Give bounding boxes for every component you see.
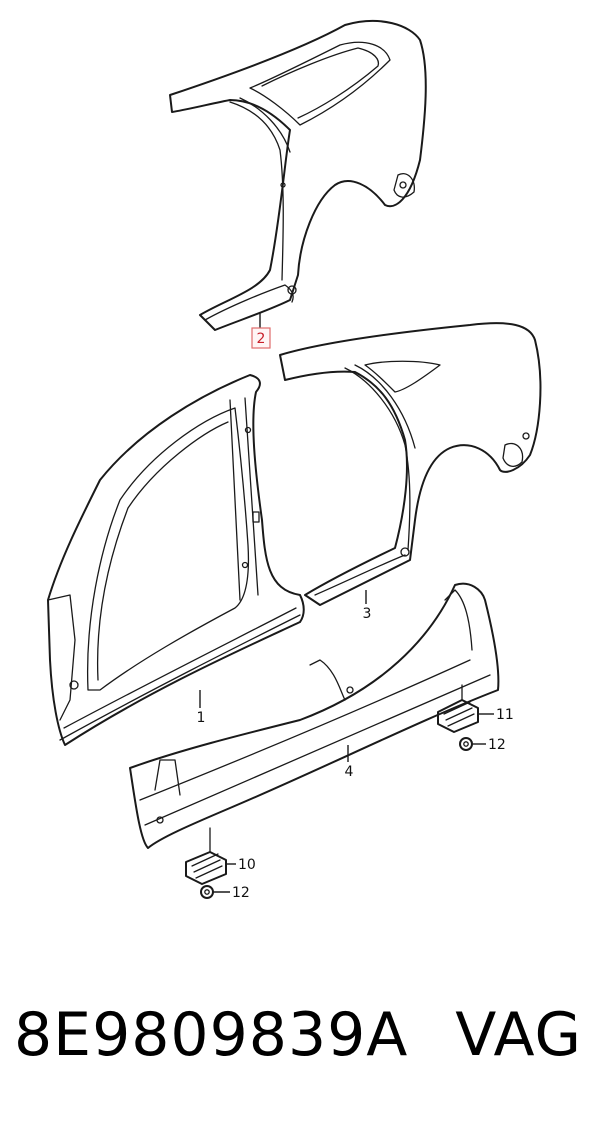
callout-10[interactable]: 10 [238, 857, 256, 873]
part-4-sill-panel [129, 582, 500, 849]
callout-12-left[interactable]: 12 [232, 885, 250, 901]
part-1-side-panel-front [47, 374, 305, 746]
brand-label: VAG [455, 1000, 582, 1070]
callout-2-highlight [251, 327, 271, 349]
part-12-nut-left [200, 885, 214, 899]
parts-diagram: 2 3 1 4 11 12 10 12 [47, 19, 542, 901]
part-12-nut-right [459, 737, 473, 751]
callout-12-right[interactable]: 12 [488, 737, 506, 753]
part-number: 8E9809839A [14, 1000, 409, 1070]
part-3-side-panel-rear [279, 322, 542, 606]
callout-2[interactable]: 2 [257, 331, 266, 347]
callout-4[interactable]: 4 [345, 764, 354, 780]
part-11-jack-mount [437, 684, 479, 733]
callout-3[interactable]: 3 [363, 606, 372, 622]
callout-1[interactable]: 1 [197, 710, 206, 726]
part-2-quarter-panel [169, 19, 427, 331]
part-10-jack-mount [185, 827, 227, 885]
callout-11[interactable]: 11 [496, 707, 514, 723]
